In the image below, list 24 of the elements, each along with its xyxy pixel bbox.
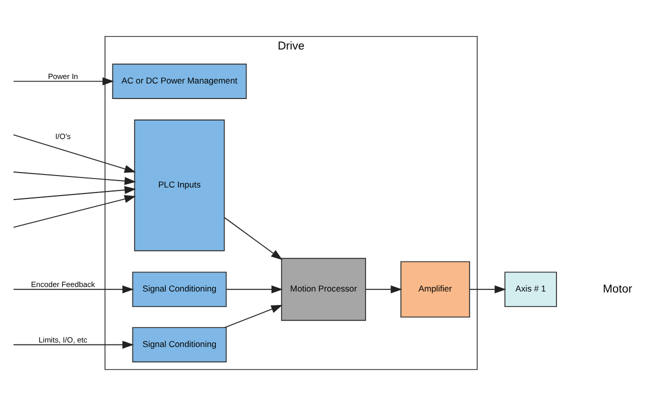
arrow bbox=[13, 76, 114, 85]
arrow bbox=[13, 194, 136, 228]
arrow bbox=[13, 340, 134, 348]
edge-label: Limits, I/O, etc bbox=[38, 334, 88, 344]
edge-label: I/O's bbox=[55, 131, 71, 140]
node-box: AC or DC Power Management bbox=[112, 63, 247, 98]
node-box: Signal Conditioning bbox=[132, 271, 227, 307]
arrow bbox=[365, 284, 402, 293]
arrow bbox=[224, 216, 282, 260]
arrow bbox=[224, 304, 283, 328]
node-box: Amplifier bbox=[400, 260, 470, 318]
arrow bbox=[226, 284, 283, 293]
arrow bbox=[13, 134, 136, 172]
arrow bbox=[13, 284, 134, 293]
arrow bbox=[13, 171, 136, 184]
node-box: Signal Conditioning bbox=[132, 326, 227, 362]
node-box: PLC Inputs bbox=[134, 118, 225, 251]
node-box: Motion Processor bbox=[281, 257, 366, 320]
arrow bbox=[469, 284, 506, 293]
edge-label: Power In bbox=[48, 71, 78, 80]
arrow bbox=[13, 186, 136, 200]
edge-label: Encoder Feedback bbox=[31, 279, 96, 288]
label: Motor bbox=[602, 282, 632, 295]
node-box: Axis # 1 bbox=[504, 271, 557, 307]
